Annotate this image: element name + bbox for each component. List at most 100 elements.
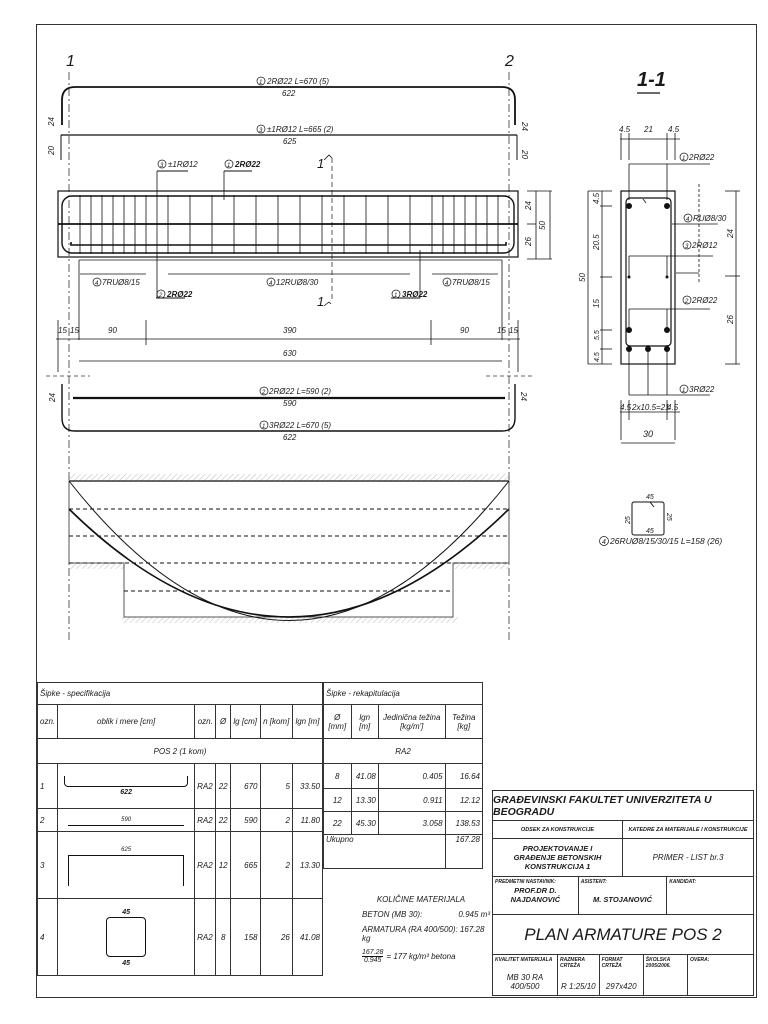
stirrup-detail [631,501,665,536]
recap-table: Šipke - rekapitulacija Ø [mm] lgn [m] Je… [323,682,484,869]
svg-text:24: 24 [48,393,57,403]
bar-shape-3: 625 [57,831,196,899]
bar-1-top-shape [60,86,518,160]
svg-text:45: 45 [646,528,654,535]
svg-text:25: 25 [625,516,632,525]
axis-lines [68,72,510,640]
svg-text:15: 15 [58,326,67,335]
axis-label-2: 2 [504,53,514,70]
svg-text:50: 50 [538,221,547,230]
bar-1-length: 622 [282,89,296,98]
svg-text:24: 24 [520,121,529,131]
svg-text:4: 4 [445,281,449,287]
section-marker-top: 1 [317,156,324,171]
svg-text:1: 1 [394,293,397,299]
svg-text:26: 26 [524,237,533,247]
svg-text:20: 20 [520,149,529,159]
bar-3-label: ±1RØ12 L=665 (2) [267,125,334,134]
institution: GRAĐEVINSKI FAKULTET UNIVERZITETA U BEOG… [493,793,712,818]
svg-text:24: 24 [47,117,56,127]
section-marker-bottom: 1 [317,294,324,309]
svg-text:4: 4 [95,281,99,287]
svg-text:2RØ22: 2RØ22 [688,153,715,162]
svg-text:24: 24 [726,229,735,239]
svg-text:3: 3 [685,244,689,250]
svg-text:2RØ12: 2RØ12 [691,241,718,250]
svg-text:26: 26 [726,315,735,325]
svg-text:2RØ22: 2RØ22 [234,160,261,169]
svg-text:15: 15 [497,326,506,335]
section-title: 1-1 [637,69,666,91]
bar-shape-1: 622 [57,763,196,809]
svg-text:4.5: 4.5 [667,403,679,412]
svg-text:2: 2 [684,299,689,305]
svg-text:5.5: 5.5 [594,330,601,340]
svg-text:622: 622 [283,433,297,442]
svg-text:4.5: 4.5 [668,125,680,134]
svg-text:24: 24 [519,391,528,401]
drawing-title: PLAN ARMATURE POS 2 [524,924,722,944]
svg-text:20.5: 20.5 [592,234,601,251]
svg-text:90: 90 [108,326,117,335]
svg-text:12RUØ8/30: 12RUØ8/30 [276,278,319,287]
bar-shape-2: 590 [57,808,196,832]
svg-text:15: 15 [509,326,518,335]
svg-text:2: 2 [261,390,266,396]
moment-envelope-diagram [68,474,510,623]
table-row: 3 625 RA2 12 665 2 13.30 [36,831,324,899]
spec-group: POS 2 (1 kom) [37,738,323,764]
svg-text:4.5: 4.5 [620,403,632,412]
svg-text:RUØ8/30: RUØ8/30 [693,214,727,223]
svg-text:3: 3 [160,163,164,169]
svg-text:1: 1 [259,80,262,86]
svg-text:3RØ22: 3RØ22 [689,385,715,394]
svg-text:20: 20 [47,146,56,156]
svg-text:7RUØ8/15: 7RUØ8/15 [102,278,140,287]
recap-table-title: Šipke - rekapitulacija [323,682,483,705]
svg-text:2RØ22: 2RØ22 [691,296,718,305]
svg-text:3: 3 [259,128,263,134]
svg-text:4: 4 [686,217,690,223]
axis-label-1: 1 [66,53,75,70]
svg-text:7RUØ8/15: 7RUØ8/15 [452,278,490,287]
svg-text:2x10.5=21: 2x10.5=21 [631,403,670,412]
bar-3-length: 625 [283,137,297,146]
table-row: 1 622 RA2 22 670 5 33.50 [36,763,324,809]
svg-text:24: 24 [524,201,533,211]
svg-text:3RØ22: 3RØ22 [402,290,428,299]
cross-section-1-1 [587,133,740,444]
svg-text:25: 25 [665,512,672,521]
bar-1-label: 2RØ22 L=670 (5) [266,77,329,86]
stirrup-detail-label: 26RUØ8/15/30/15 L=158 (26) [609,536,722,546]
svg-text:1: 1 [682,388,685,394]
svg-text:4: 4 [602,539,606,546]
svg-text:1: 1 [227,163,230,169]
svg-text:2RØ22: 2RØ22 [166,290,193,299]
svg-text:390: 390 [283,326,297,335]
svg-text:21: 21 [643,125,653,134]
svg-text:1: 1 [682,156,685,162]
svg-text:45: 45 [646,494,654,501]
svg-text:50: 50 [578,273,587,282]
materials-title: KOLIČINE MATERIJALA [376,895,466,904]
svg-text:30: 30 [643,429,653,439]
title-block: GRAĐEVINSKI FAKULTET UNIVERZITETA U BEOG… [492,790,754,996]
table-row: 8 41.08 0.405 16.64 [323,763,484,789]
svg-text:4.5: 4.5 [594,352,601,362]
beam-elevation [57,190,519,258]
svg-text:3RØ22 L=670 (5): 3RØ22 L=670 (5) [269,421,331,430]
svg-text:4: 4 [269,281,273,287]
svg-text:15: 15 [592,299,601,308]
svg-text:4.5: 4.5 [592,192,601,204]
table-row: 12 13.30 0.911 12.12 [323,788,484,812]
drawing-frame [36,24,757,998]
svg-text:90: 90 [460,326,469,335]
table-row: 22 45.30 3.058 138.53 [323,811,484,835]
spec-table: Šipke - specifikacija ozn. oblik i mere … [36,682,324,976]
svg-text:2RØ22 L=590 (2): 2RØ22 L=590 (2) [268,387,331,396]
svg-text:2: 2 [158,293,163,299]
svg-text:1: 1 [262,424,265,430]
